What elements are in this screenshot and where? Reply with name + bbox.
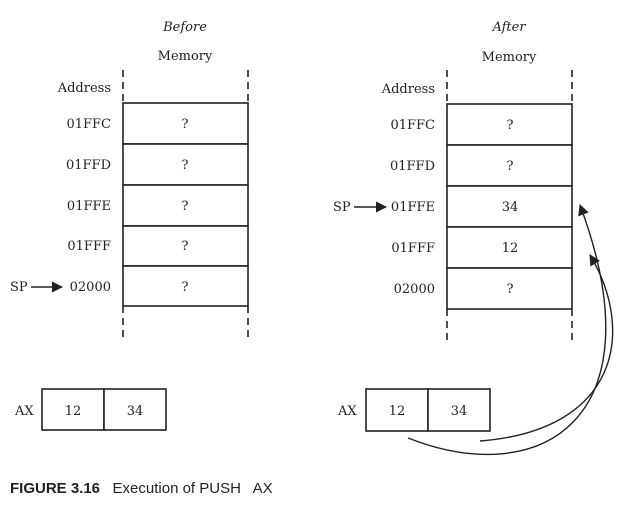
after-memory-cell-0: ? 01FFC [390, 103, 573, 146]
after-address-value: 02000 [394, 282, 435, 297]
after-ax-high-value: 12 [389, 404, 406, 419]
after-memory-label: Memory [482, 50, 537, 65]
after-memory-cell-1: ? 01FFD [390, 144, 573, 187]
before-memory-cell-1: ? 01FFD [66, 143, 249, 186]
after-address-label: Address [381, 82, 435, 97]
before-register-name: AX [14, 404, 34, 419]
before-ax-low-box [103, 388, 167, 431]
before-sp-pointer: SP [10, 280, 64, 295]
after-address-value: 01FFC [390, 118, 435, 133]
before-memory-cell-2: ? 01FFE [67, 184, 249, 227]
low-byte-to-01ffe-arrow [479, 254, 614, 442]
after-heading: After [491, 20, 526, 35]
before-memory-cell-3: ? 01FFF [67, 225, 249, 267]
after-memory-value: ? [507, 118, 514, 133]
after-memory-cell-2: 34 01FFE [391, 185, 573, 228]
before-sp-label: SP [10, 280, 28, 295]
before-ax-high-value: 12 [65, 404, 82, 419]
before-address-value: 02000 [70, 280, 111, 295]
before-memory-cell-4: ? 02000 [70, 265, 249, 307]
after-address-value: 01FFE [391, 200, 435, 215]
before-address-label: Address [57, 81, 111, 96]
after-address-value: 01FFF [391, 241, 435, 256]
before-address-value: 01FFC [66, 117, 111, 132]
before-memory-value: ? [182, 158, 189, 173]
before-panel: Before Memory Address ? 01FFC ? 01FFD ? … [10, 20, 249, 431]
after-sp-pointer: SP [333, 200, 388, 215]
before-heading: Before [162, 20, 207, 35]
after-sp-label: SP [333, 200, 351, 215]
high-byte-to-01fff-arrow [407, 203, 607, 456]
before-memory-label: Memory [158, 49, 213, 64]
after-memory-value: 12 [502, 241, 519, 256]
before-address-value: 01FFD [66, 158, 111, 173]
after-memory-value: 34 [502, 200, 519, 215]
before-memory-cell-0: ? 01FFC [66, 102, 249, 145]
after-ax-low-box [427, 388, 491, 432]
before-memory-value: ? [182, 280, 189, 295]
after-ax-register: AX 12 34 [337, 388, 491, 432]
figure-number: FIGURE 3.16 [10, 480, 101, 497]
figure-caption-text: Execution of PUSH AX [112, 480, 273, 497]
before-address-value: 01FFF [67, 239, 111, 254]
after-ax-low-value: 34 [451, 404, 468, 419]
before-ax-register: AX 12 34 [14, 388, 167, 431]
after-memory-value: ? [507, 282, 514, 297]
figure-caption: FIGURE 3.16 Execution of PUSH AX [10, 480, 273, 497]
before-memory-value: ? [182, 117, 189, 132]
after-address-value: 01FFD [390, 159, 435, 174]
after-memory-cell-4: ? 02000 [394, 267, 573, 310]
after-memory-cell-3: 12 01FFF [391, 226, 573, 269]
after-register-name: AX [337, 404, 357, 419]
before-memory-value: ? [182, 239, 189, 254]
before-memory-value: ? [182, 199, 189, 214]
after-memory-value: ? [507, 159, 514, 174]
before-ax-low-value: 34 [127, 404, 144, 419]
after-panel: After Memory Address ? 01FFC ? 01FFD 34 … [333, 20, 614, 456]
before-address-value: 01FFE [67, 199, 111, 214]
